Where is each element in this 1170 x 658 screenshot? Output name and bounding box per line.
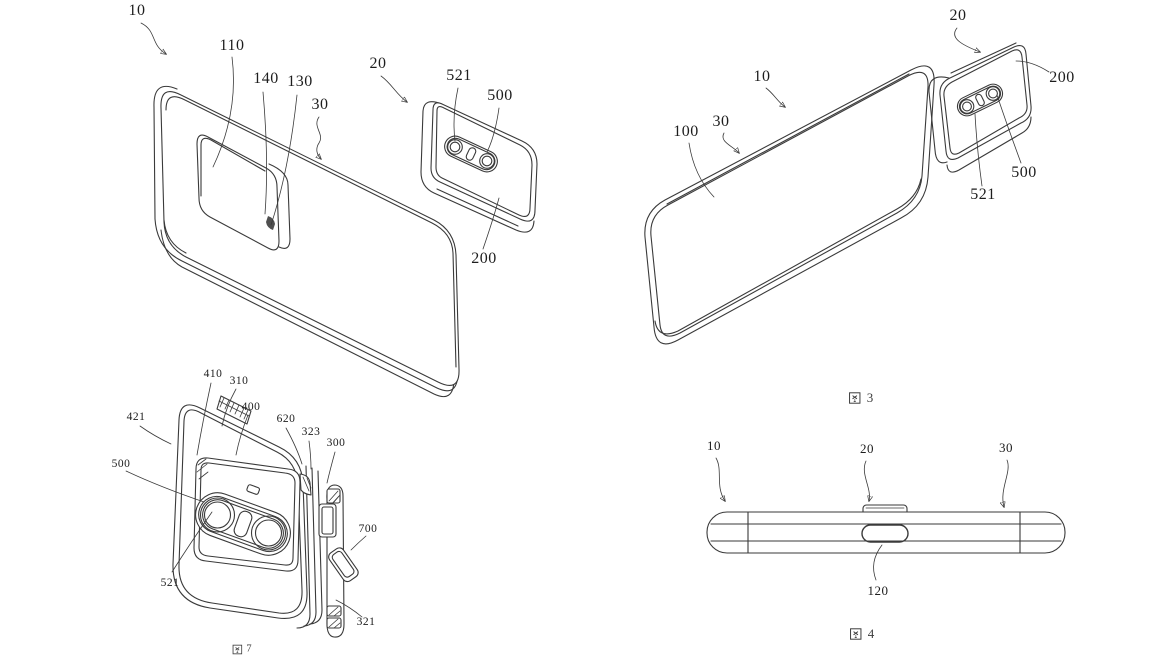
fig-module-detail-art: [125, 382, 367, 638]
fig-side-art: [706, 457, 1066, 581]
fig-rear-art: [140, 22, 538, 398]
fig-front-art: [644, 27, 1050, 345]
